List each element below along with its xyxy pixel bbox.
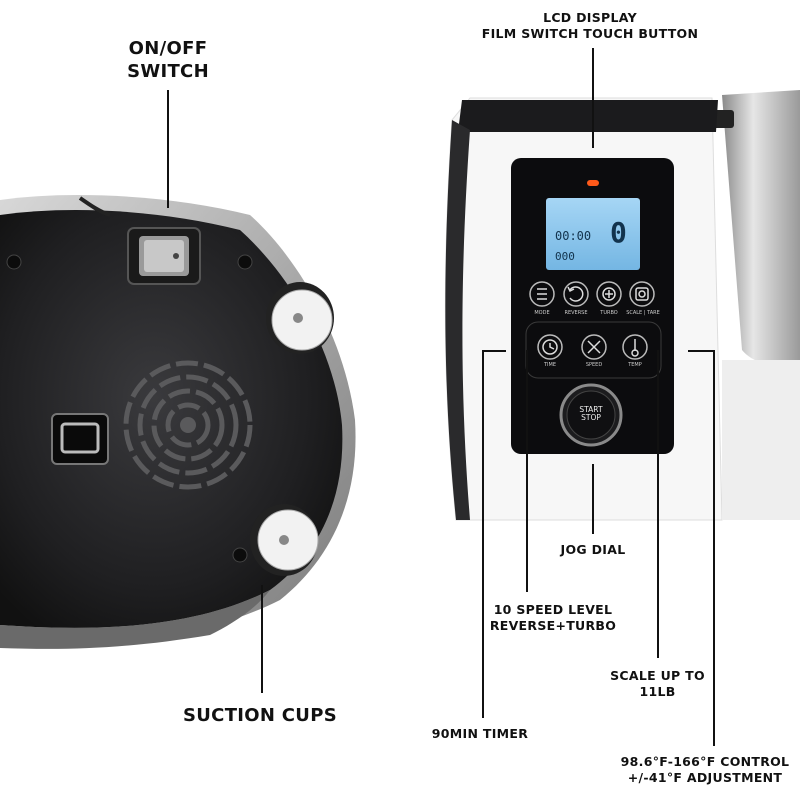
time-button[interactable] — [537, 334, 563, 360]
callout-line: JOG DIAL — [560, 542, 626, 557]
leader-timer-h — [482, 350, 506, 352]
vent-grille — [123, 360, 253, 490]
menu-icon — [537, 288, 547, 300]
start-stop-label[interactable]: START STOP — [571, 406, 611, 422]
leader-jog — [592, 464, 594, 534]
callout-speed-level: 10 SPEED LEVEL REVERSE+TURBO — [478, 602, 628, 633]
lcd-small: 000 — [555, 250, 575, 263]
on-off-switch[interactable] — [127, 227, 201, 285]
leader-control — [713, 350, 715, 746]
callout-line: 90MIN TIMER — [431, 726, 529, 741]
jog-dial[interactable] — [559, 383, 623, 447]
callout-line: REVERSE+TURBO — [489, 617, 617, 633]
side-port — [51, 413, 109, 465]
callout-line: 98.6°F-166°F CONTROL — [620, 754, 790, 769]
leader-speed — [526, 350, 528, 592]
turbo-button[interactable] — [596, 281, 622, 307]
reverse-icon — [567, 286, 584, 302]
leader-timer — [482, 350, 484, 718]
leader-lcd — [592, 48, 594, 148]
leader-on-off — [167, 90, 169, 208]
callout-scale: SCALE UP TO 11LB — [600, 668, 715, 699]
scale-icon — [635, 287, 649, 301]
start-text: START — [579, 405, 603, 414]
callout-line: +/-41°F ADJUSTMENT — [627, 769, 783, 785]
thermometer-icon — [631, 339, 639, 357]
scale-tare-button[interactable] — [629, 281, 655, 307]
lcd-time: 00:00 — [555, 229, 592, 243]
label-turbo: TURBO — [600, 310, 618, 316]
stop-text: STOP — [581, 412, 601, 422]
callout-line: LCD DISPLAY — [543, 10, 637, 25]
indicator-light — [587, 180, 599, 186]
label-temp: TEMP — [628, 362, 642, 368]
mode-button[interactable] — [529, 281, 555, 307]
callout-on-off-switch: ON/OFF SWITCH — [118, 38, 218, 83]
callout-line: 11LB — [639, 683, 676, 699]
lcd-display — [546, 198, 640, 270]
turbo-icon — [602, 287, 616, 301]
temp-button[interactable] — [622, 334, 648, 360]
lcd-value: 0 — [610, 216, 627, 249]
reverse-button[interactable] — [563, 281, 589, 307]
label-mode: MODE — [534, 310, 550, 316]
label-speed: SPEED — [585, 362, 603, 368]
clock-icon — [542, 339, 558, 355]
leader-scale — [657, 350, 659, 658]
callout-line: SUCTION CUPS — [183, 705, 337, 726]
callout-line: 10 SPEED LEVEL — [493, 602, 613, 617]
callout-line: SWITCH — [127, 60, 209, 82]
label-scale-tare: SCALE | TARE — [626, 310, 660, 316]
callout-line: SCALE UP TO — [610, 668, 705, 683]
suction-cup-top — [266, 282, 334, 354]
callout-line: FILM SWITCH TOUCH BUTTON — [481, 25, 699, 41]
callout-temp-control: 98.6°F-166°F CONTROL +/-41°F ADJUSTMENT — [610, 754, 800, 785]
callout-timer: 90MIN TIMER — [425, 726, 535, 742]
label-reverse: REVERSE — [564, 310, 588, 316]
callout-suction-cups: SUCTION CUPS — [170, 705, 350, 728]
suction-cup-bottom — [250, 504, 319, 576]
fan-icon — [587, 340, 601, 354]
callout-jog-dial: JOG DIAL — [548, 542, 638, 558]
callout-lcd-display: LCD DISPLAY FILM SWITCH TOUCH BUTTON — [470, 10, 710, 41]
label-time: TIME — [543, 362, 556, 368]
callout-line: ON/OFF — [128, 38, 208, 59]
leader-control-h — [688, 350, 714, 352]
leader-suction — [261, 585, 263, 693]
speed-button[interactable] — [581, 334, 607, 360]
